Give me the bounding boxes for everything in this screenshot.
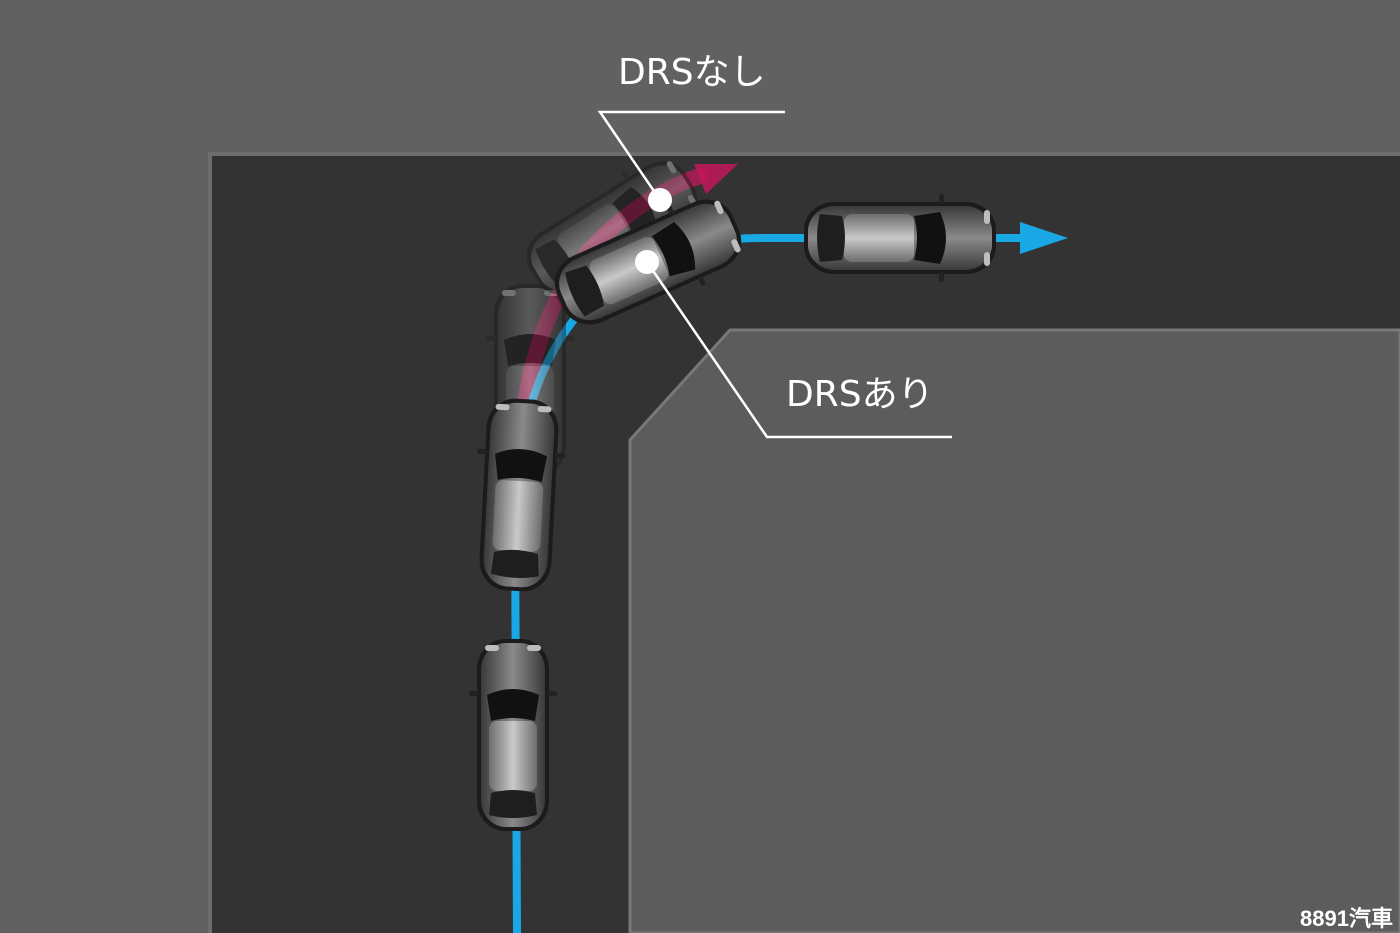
car-exit	[804, 194, 996, 282]
arrow-without-drs	[694, 164, 738, 194]
marker-with-drs	[635, 250, 659, 274]
label-with-drs: DRSあり	[786, 374, 934, 415]
leader-line-without-drs	[597, 110, 785, 201]
watermark-logo: 8891汽車	[1300, 906, 1393, 931]
car-bottom	[469, 639, 557, 831]
road-edge-top	[208, 152, 1400, 156]
leader-line-with-drs	[645, 261, 952, 439]
marker-without-drs	[648, 188, 672, 212]
arrow-with-drs	[1020, 222, 1068, 254]
road-edge-left	[208, 152, 212, 933]
label-without-drs: DRSなし	[618, 52, 766, 93]
corner-island	[628, 328, 1400, 933]
